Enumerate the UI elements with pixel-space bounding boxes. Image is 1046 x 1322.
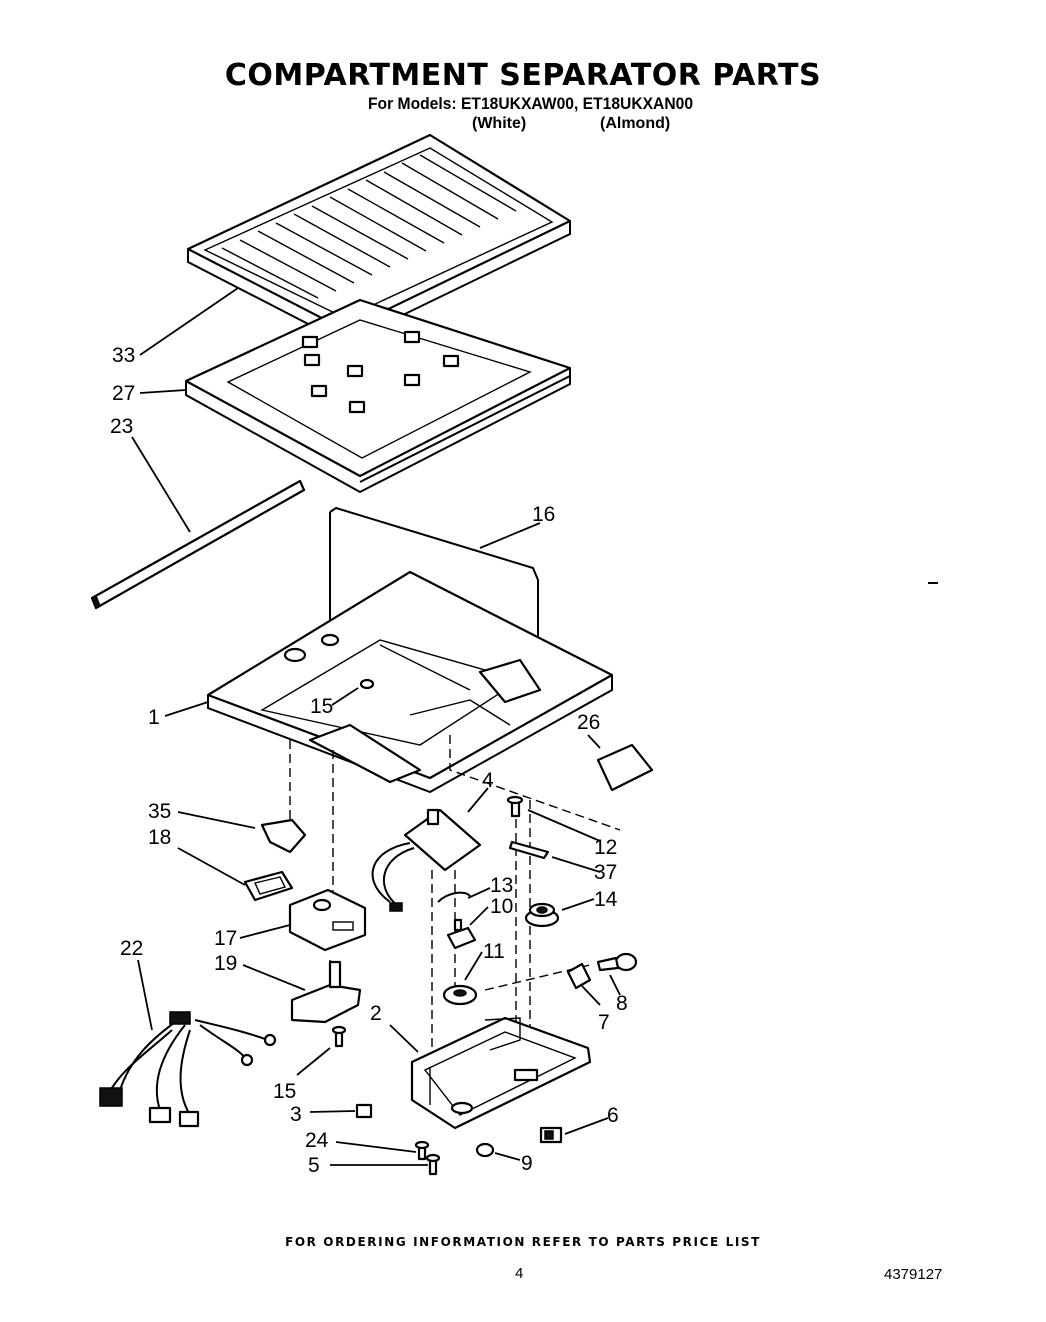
callout-9: 9	[521, 1152, 533, 1175]
callout-labels: 33 27 23 16 1 15 26 4 35 18 12 37 13 10 …	[110, 344, 628, 1177]
part-17-housing	[288, 888, 367, 952]
callout-37: 37	[594, 861, 617, 884]
part-9-plug	[475, 1142, 495, 1158]
callout-24: 24	[305, 1129, 329, 1152]
part-26-insulation	[596, 743, 654, 792]
callout-7: 7	[598, 1011, 610, 1034]
page-number: 4	[515, 1265, 524, 1282]
part-13-spring	[437, 891, 471, 903]
callout-16: 16	[532, 503, 555, 526]
part-27-frame	[184, 298, 572, 494]
callout-35: 35	[148, 800, 171, 823]
callout-2: 2	[370, 1002, 382, 1025]
callout-14: 14	[594, 888, 618, 911]
callout-5: 5	[308, 1154, 320, 1177]
callout-1: 1	[148, 706, 160, 729]
callout-3: 3	[290, 1103, 302, 1126]
part-33-grille	[186, 133, 572, 345]
callout-15-upper: 15	[310, 695, 333, 718]
callout-4: 4	[482, 769, 494, 792]
part-2-housing	[410, 1016, 592, 1130]
part-15-screw-lower	[331, 1025, 347, 1048]
part-15-screw-upper	[359, 678, 375, 690]
part-11-knob	[442, 984, 478, 1006]
part-16-wire	[329, 506, 539, 680]
part-18-lens	[243, 870, 294, 902]
part-3-clip	[355, 1103, 373, 1119]
document-number: 4379127	[884, 1266, 943, 1283]
part-6-switch	[539, 1126, 563, 1144]
part-22-harness	[99, 1011, 277, 1128]
part-7-socket	[566, 962, 592, 990]
part-14-knob	[524, 902, 560, 928]
part-5-screw	[425, 1153, 441, 1176]
part-8-bulb	[596, 952, 638, 972]
part-10-thermostat	[446, 918, 477, 950]
part-4-control	[371, 808, 482, 912]
part-37-clip	[508, 840, 550, 860]
variant-almond: (Almond)	[600, 115, 671, 132]
callout-11: 11	[483, 940, 505, 963]
callout-26: 26	[577, 711, 600, 734]
part-24-screw	[414, 1140, 430, 1161]
callout-6: 6	[607, 1104, 619, 1127]
part-19-bracket	[290, 960, 362, 1024]
part-23-strip	[90, 479, 306, 610]
part-1-base-plate	[206, 570, 614, 794]
callout-13: 13	[490, 874, 513, 897]
ordering-note: FOR ORDERING INFORMATION REFER TO PARTS …	[285, 1235, 761, 1249]
leader-arrows	[131, 287, 621, 1166]
callout-23: 23	[110, 415, 133, 438]
callout-18: 18	[148, 826, 171, 849]
callout-10: 10	[490, 895, 513, 918]
page-title: COMPARTMENT SEPARATOR PARTS	[224, 58, 822, 93]
callout-12: 12	[594, 836, 617, 859]
variant-white: (White)	[472, 115, 527, 132]
part-35-bracket	[260, 818, 307, 854]
models-line: For Models: ET18UKXAW00, ET18UKXAN00	[368, 94, 694, 113]
callout-27: 27	[112, 382, 135, 405]
callout-19: 19	[214, 952, 237, 975]
callout-22: 22	[120, 937, 143, 960]
callout-8: 8	[616, 992, 628, 1015]
part-12-screw	[506, 795, 524, 818]
callout-17: 17	[214, 927, 237, 950]
callout-15-lower: 15	[273, 1080, 296, 1103]
callout-33: 33	[112, 344, 135, 367]
